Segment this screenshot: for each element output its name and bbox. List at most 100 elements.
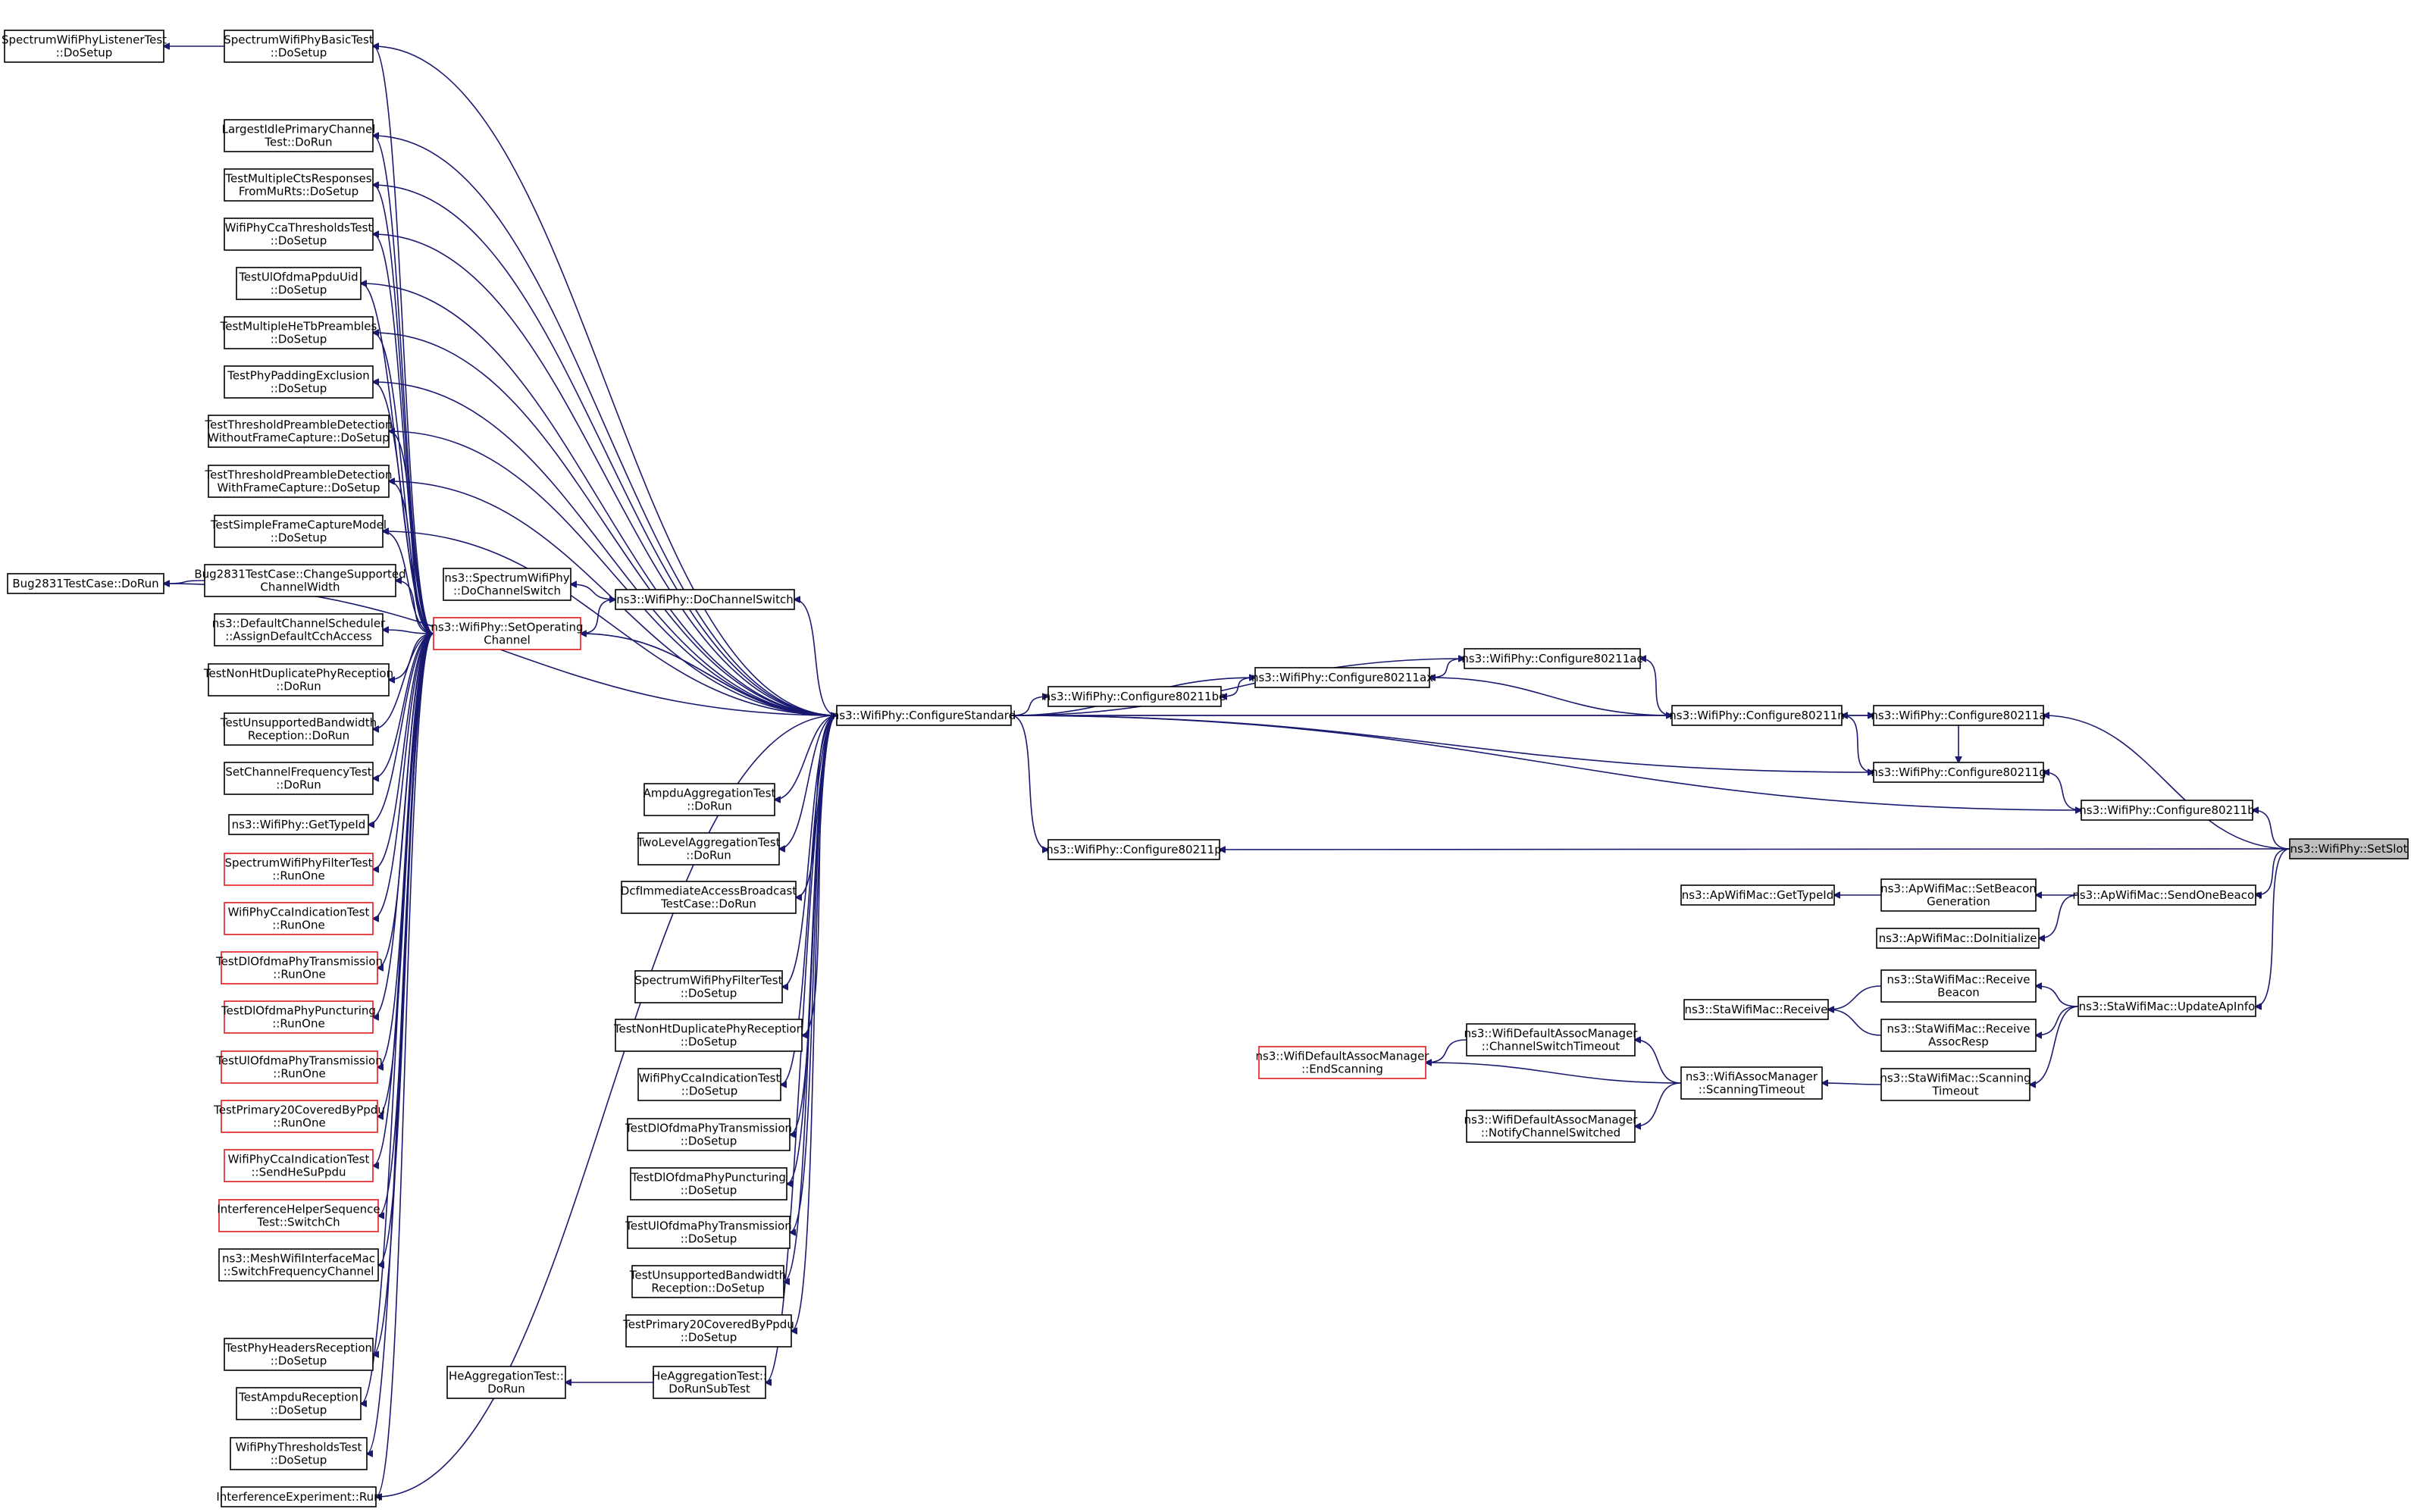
node-l-p20run[interactable]: TestPrimary20CoveredByPpdu::RunOne [213, 1100, 385, 1133]
node-box [1680, 884, 1835, 906]
node-m-ccaind[interactable]: WifiPhyCcaIndicationTest::DoSetup [637, 1068, 781, 1101]
node-box [1047, 839, 1220, 860]
node-box [214, 515, 384, 548]
node-l-simplefc[interactable]: TestSimpleFrameCaptureModel::DoSetup [210, 515, 387, 548]
node-label: TestCase::DoRun [660, 897, 756, 911]
node-dam-end[interactable]: ns3::WifiDefaultAssocManager::EndScannin… [1256, 1046, 1430, 1079]
node-he-dorun[interactable]: HeAggregationTest::DoRun [446, 1366, 566, 1399]
node-label: ::DoSetup [271, 283, 327, 297]
edge-line [779, 715, 838, 849]
node-l-nonhtrun[interactable]: TestNonHtDuplicatePhyReception::DoRun [203, 663, 393, 697]
node-l-spfrun[interactable]: SpectrumWifiPhyFilterTest::RunOne [224, 853, 374, 886]
node-setslot[interactable]: ns3::WifiPhy::SetSlot [2289, 838, 2409, 859]
node-l-ulppdu[interactable]: TestUlOfdmaPpduUid::DoSetup [236, 267, 362, 300]
node-cfg-std[interactable]: ns3::WifiPhy::ConfigureStandard [832, 705, 1016, 726]
node-twolevel[interactable]: TwoLevelAggregationTest::DoRun [636, 832, 781, 866]
node-cfg-ax[interactable]: ns3::WifiPhy::Configure80211ax [1251, 667, 1433, 688]
node-l-multcts[interactable]: TestMultipleCtsResponsesFromMuRts::DoSet… [224, 168, 374, 202]
node-box [643, 783, 775, 816]
node-sp-do-chsw[interactable]: ns3::SpectrumWifiPhy::DoChannelSwitch [443, 568, 571, 601]
node-l-dltxrun[interactable]: TestDlOfdmaPhyTransmission::RunOne [215, 951, 383, 985]
node-cfg-b[interactable]: ns3::WifiPhy::Configure80211b [2079, 800, 2255, 821]
node-l-defsched[interactable]: ns3::DefaultChannelScheduler::AssignDefa… [212, 613, 386, 646]
node-l-thrwo[interactable]: TestThresholdPreambleDetectionWithoutFra… [205, 415, 393, 448]
edge-line [1828, 1010, 1882, 1036]
node-l-ultxrun[interactable]: TestUlOfdmaPhyTransmission::RunOne [215, 1050, 383, 1084]
edge-l-ccathr-to-set-opch [373, 234, 434, 634]
node-sta-receive[interactable]: ns3::StaWifiMac::Receive [1683, 999, 1829, 1020]
edge-line [2036, 1006, 2079, 1035]
node-box [2078, 884, 2256, 906]
node-m-nonht[interactable]: TestNonHtDuplicatePhyReception::DoSetup [613, 1019, 803, 1052]
node-assoc-scan[interactable]: ns3::WifiAssocManager::ScanningTimeout [1680, 1066, 1823, 1100]
node-cfg-be[interactable]: ns3::WifiPhy::Configure80211be [1044, 686, 1226, 707]
node-l-ccathr[interactable]: WifiPhyCcaThresholdsTest::DoSetup [224, 218, 374, 251]
edge-assoc-scan-to-sta-scan [1822, 1083, 1882, 1085]
node-box [224, 1338, 374, 1371]
node-he-subtest[interactable]: HeAggregationTest::DoRunSubTest [652, 1366, 767, 1399]
node-dcf-imm[interactable]: DcfImmediateAccessBroadcastTestCase::DoR… [621, 881, 797, 914]
node-l-ccasend[interactable]: WifiPhyCcaIndicationTest::SendHeSuPpdu [224, 1149, 374, 1182]
node-box [1464, 648, 1641, 669]
node-label: WithFrameCapture::DoSetup [218, 481, 380, 495]
edge-twolevel-to-cfg-std [779, 715, 838, 849]
node-box [208, 663, 390, 697]
node-box [615, 589, 795, 610]
node-l-thrtest[interactable]: WifiPhyThresholdsTest::DoSetup [230, 1437, 368, 1470]
node-m-spfilter[interactable]: SpectrumWifiPhyFilterTest::DoSetup [634, 970, 783, 1003]
edge-cfg-p-to-setslot [1220, 849, 2290, 850]
node-ap-gettype[interactable]: ns3::ApWifiMac::GetTypeId [1680, 884, 1835, 906]
node-cfg-ac[interactable]: ns3::WifiPhy::Configure80211ac [1461, 648, 1643, 669]
node-l-interfexp[interactable]: InterferenceExperiment::Run [216, 1486, 381, 1507]
node-l-ampdurx[interactable]: TestAmpduReception::DoSetup [236, 1387, 362, 1420]
node-sta-update[interactable]: ns3::StaWifiMac::UpdateApInfo [2078, 996, 2256, 1017]
node-dam-notify[interactable]: ns3::WifiDefaultAssocManager::NotifyChan… [1464, 1110, 1639, 1143]
node-cfg-p[interactable]: ns3::WifiPhy::Configure80211p [1046, 839, 1222, 860]
node-label: ChannelWidth [260, 581, 340, 594]
node-label: ::DoSetup [56, 46, 113, 60]
node-bug-dorun[interactable]: Bug2831TestCase::DoRun [7, 573, 164, 594]
node-l-gettype[interactable]: ns3::WifiPhy::GetTypeId [228, 814, 369, 835]
node-l-ccarun[interactable]: WifiPhyCcaIndicationTest::RunOne [224, 902, 374, 935]
node-cfg-g[interactable]: ns3::WifiPhy::Configure80211g [1871, 762, 2046, 783]
node-label: ::DoRun [687, 800, 732, 813]
node-l-phyhdr[interactable]: TestPhyHeadersReception::DoSetup [224, 1338, 374, 1371]
node-l-multhetb[interactable]: TestMultipleHeTbPreambles::DoSetup [220, 316, 377, 349]
edge-cfg-p-to-cfg-std [1010, 715, 1048, 850]
edge-dam-notify-to-assoc-scan [1635, 1082, 1682, 1126]
node-cfg-n[interactable]: ns3::WifiPhy::Configure80211n [1669, 705, 1845, 726]
node-sta-scan[interactable]: ns3::StaWifiMac::ScanningTimeout [1880, 1068, 2031, 1101]
node-ap-doinit[interactable]: ns3::ApWifiMac::DoInitialize [1876, 928, 2040, 949]
node-l-thrwith[interactable]: TestThresholdPreambleDetectionWithFrameC… [205, 465, 393, 498]
node-m-p20[interactable]: TestPrimary20CoveredByPpdu::DoSetup [622, 1314, 794, 1348]
node-label: ::DoChannelSwitch [453, 584, 561, 598]
node-l-mesh[interactable]: ns3::MeshWifiInterfaceMac::SwitchFrequen… [218, 1248, 379, 1282]
node-l-setfreq[interactable]: SetChannelFrequencyTest::DoRun [224, 762, 374, 795]
node-sp-basic[interactable]: SpectrumWifiPhyBasicTest::DoSetup [224, 30, 374, 63]
node-box [224, 902, 374, 935]
node-ampdu-agg[interactable]: AmpduAggregationTest::DoRun [643, 783, 776, 816]
node-m-ulofdma[interactable]: TestUlOfdmaPhyTransmission::DoSetup [625, 1216, 792, 1249]
node-m-dlpunct[interactable]: TestDlOfdmaPhyPuncturing::DoSetup [630, 1167, 787, 1201]
node-cfg-a[interactable]: ns3::WifiPhy::Configure80211a [1871, 705, 2046, 726]
edge-cfg-ac-to-cfg-n [1640, 659, 1673, 716]
node-sp-listener[interactable]: SpectrumWifiPhyListenerTest::DoSetup [2, 30, 167, 63]
node-l-bugchange[interactable]: Bug2831TestCase::ChangeSupportedChannelW… [194, 564, 406, 597]
node-box [228, 814, 369, 835]
node-label: ::DoSetup [681, 1135, 737, 1148]
node-label: WifiPhyCcaIndicationTest [639, 1072, 781, 1085]
node-l-padding[interactable]: TestPhyPaddingExclusion::DoSetup [224, 365, 374, 399]
node-ap-send[interactable]: ns3::ApWifiMac::SendOneBeacon [2072, 884, 2262, 906]
node-m-dlofdma[interactable]: TestDlOfdmaPhyTransmission::DoSetup [625, 1118, 792, 1151]
node-m-unsup[interactable]: TestUnsupportedBandwidthReception::DoSet… [629, 1265, 786, 1298]
node-do-chsw[interactable]: ns3::WifiPhy::DoChannelSwitch [615, 589, 795, 610]
node-l-dlpunrun[interactable]: TestDlOfdmaPhyPuncturing::RunOne [221, 1000, 376, 1034]
node-dam-chsw[interactable]: ns3::WifiDefaultAssocManager::ChannelSwi… [1464, 1023, 1639, 1057]
